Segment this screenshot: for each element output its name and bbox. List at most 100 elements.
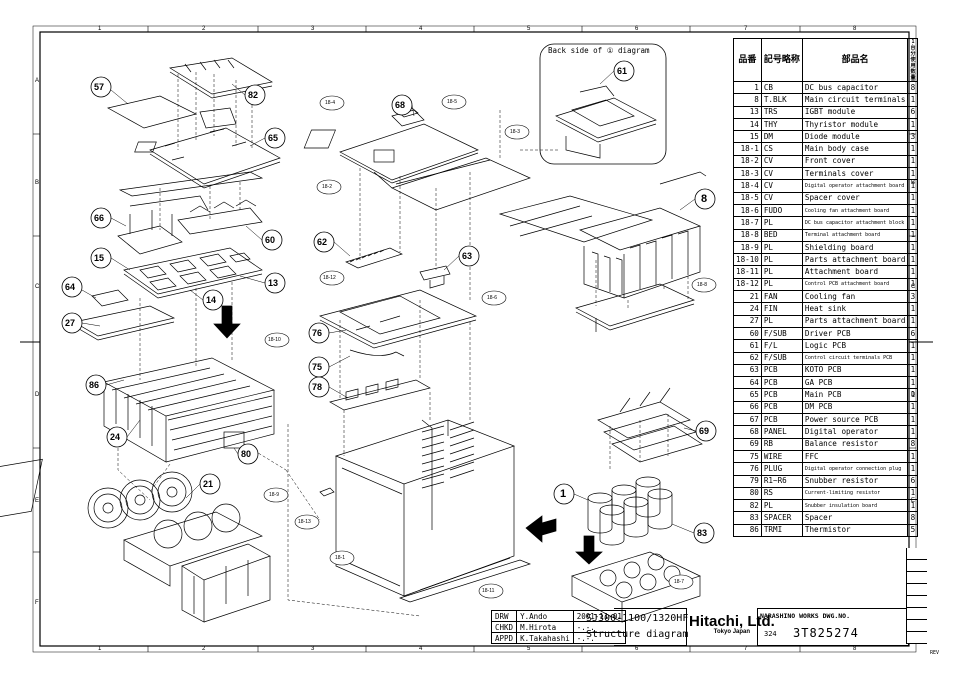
grid-col-2-bottom: 2 <box>202 646 206 652</box>
callout-68: 68 <box>395 100 406 110</box>
part-symbol: BED <box>760 228 803 242</box>
part-symbol: PLUG <box>760 462 803 476</box>
part-no: 62 <box>733 351 762 365</box>
grid-col-1-bottom: 1 <box>98 646 102 652</box>
part-symbol: CV <box>760 179 803 193</box>
callout-64: 64 <box>65 282 76 292</box>
part-no: 86 <box>733 523 762 537</box>
sub-callout-18-12: 18-12 <box>323 275 336 281</box>
part-name: Snubber resistor <box>801 474 909 488</box>
callout-1: 1 <box>560 488 567 500</box>
sub-callout-18-5: 18-5 <box>447 99 458 105</box>
part-name: Digital operator attachment board <box>801 179 909 193</box>
part-symbol: PCB <box>760 413 803 427</box>
callout-13: 13 <box>268 278 279 288</box>
part-quantity: 8 <box>907 511 919 525</box>
drawing-title: Structure diagram <box>586 629 689 640</box>
callout-69: 69 <box>699 426 710 436</box>
sub-callout-18-7: 18-7 <box>674 579 685 585</box>
sub-callout-18-13: 18-13 <box>298 519 311 525</box>
grid-col-6-bottom: 6 <box>635 646 639 652</box>
part-name: KOTO PCB <box>801 363 909 378</box>
part-name: Current-limiting resistor <box>801 486 909 501</box>
part-quantity: 1 <box>907 339 919 353</box>
part-name: Cooling fan attachment board <box>801 203 909 218</box>
callout-78: 78 <box>312 382 323 392</box>
callout-63: 63 <box>462 251 473 261</box>
part-symbol: RS <box>760 486 803 501</box>
title-box <box>614 608 687 646</box>
grid-col-7: 7 <box>744 26 748 32</box>
grid-row-a: A <box>35 78 40 84</box>
grid-row-d: D <box>35 392 40 398</box>
callout-75: 75 <box>312 362 323 372</box>
part-name: FFC <box>801 449 909 464</box>
part-name: Heat sink <box>801 302 909 316</box>
part-name: Parts attachment board <box>801 314 909 328</box>
grid-row-c: C <box>35 284 40 290</box>
revision-column <box>906 548 927 644</box>
part-quantity: 1 <box>907 228 919 242</box>
header-quantity: 1台分 使用数量 <box>907 38 919 82</box>
part-quantity: 1 <box>907 314 919 328</box>
grid-col-6: 6 <box>635 26 639 32</box>
callout-21: 21 <box>203 479 214 489</box>
part-no: 1 <box>733 80 762 95</box>
part-no: 15 <box>733 130 762 144</box>
grid-col-5: 5 <box>527 26 531 32</box>
part-no: 64 <box>733 376 762 390</box>
part-name: Terminal attachment board <box>801 228 909 242</box>
part-quantity: 8 <box>907 437 919 451</box>
part-name: Diode module <box>801 130 909 144</box>
hitachi-logo: Hitachi, Ltd. Tokyo Japan <box>689 614 775 636</box>
part-symbol: F/L <box>760 339 803 353</box>
callout-83: 83 <box>697 528 708 538</box>
part-symbol: CV <box>760 191 803 205</box>
approver-name: Y.Ando <box>516 610 574 622</box>
part-quantity: 1 <box>907 462 919 476</box>
part-no: 24 <box>733 302 762 316</box>
part-quantity: 1 <box>907 388 919 402</box>
part-no: 80 <box>733 486 762 501</box>
part-symbol: THY <box>760 117 803 132</box>
sub-callout-18-2: 18-2 <box>322 184 333 190</box>
part-quantity: 1 <box>907 191 919 205</box>
part-no: 18-8 <box>733 228 762 242</box>
header-part-no: 品番 <box>733 38 762 82</box>
part-no: 82 <box>733 499 762 513</box>
part-symbol: TRMI <box>760 523 803 537</box>
callout-15: 15 <box>94 253 105 263</box>
part-quantity: 1 <box>907 203 919 218</box>
callout-82: 82 <box>248 90 259 100</box>
grid-col-4-bottom: 4 <box>419 646 423 652</box>
part-quantity: 3 <box>907 130 919 144</box>
part-no: 14 <box>733 117 762 132</box>
part-quantity: 1 <box>907 253 919 267</box>
callout-14: 14 <box>206 295 217 305</box>
role: CHKD <box>490 621 518 633</box>
part-symbol: TRS <box>760 105 803 119</box>
part-symbol: WIRE <box>760 449 803 464</box>
parts-list-header: 品番 記号略称 部品名 1台分 使用数量 <box>733 38 919 82</box>
works-label: NARASHINO WORKS DWG.NO. <box>760 612 851 620</box>
part-symbol: DM <box>760 130 803 144</box>
